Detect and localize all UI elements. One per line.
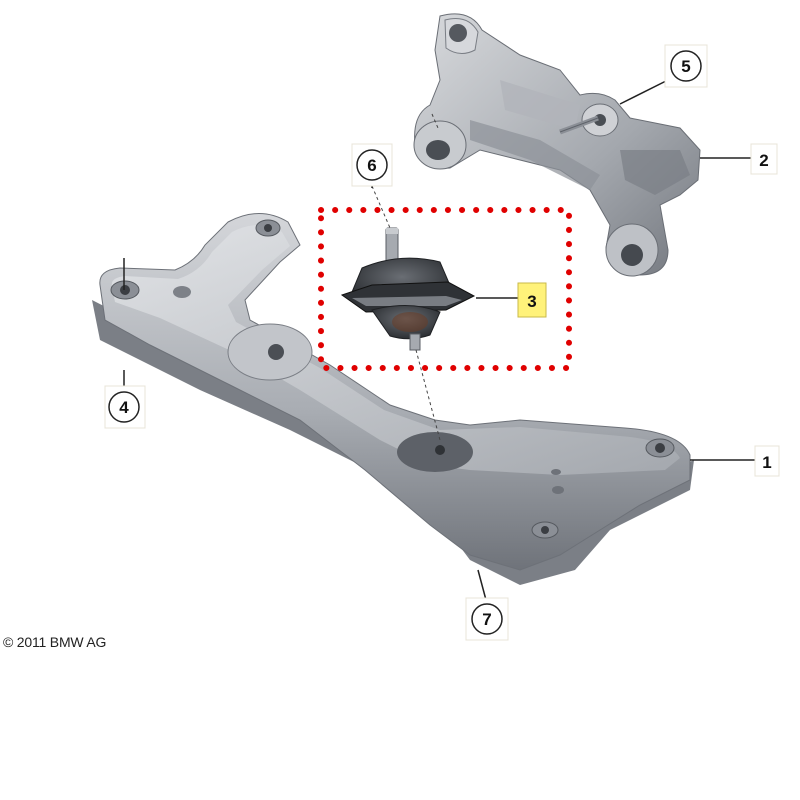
crossmember-bolt-hole bbox=[655, 443, 665, 453]
copyright-notice: © 2011 BMW AG bbox=[3, 634, 107, 650]
callout-6-label: 6 bbox=[367, 156, 376, 175]
bracket-rib bbox=[500, 80, 580, 130]
crossmember-bolt-hole bbox=[551, 469, 561, 475]
mount-bottom-stud bbox=[409, 333, 421, 351]
callout-2[interactable]: 2 bbox=[750, 143, 778, 175]
bracket-bore bbox=[621, 244, 643, 266]
crossmember-body bbox=[99, 213, 691, 571]
callout-4[interactable]: 4 bbox=[104, 385, 146, 429]
transmission-bracket bbox=[413, 13, 701, 277]
callout-7-label: 7 bbox=[482, 610, 491, 629]
crossmember-bolt-hole bbox=[541, 526, 549, 534]
bracket-bore bbox=[426, 140, 450, 160]
bracket-bolt-hole bbox=[449, 24, 467, 42]
crossmember-top-face bbox=[111, 225, 680, 475]
callout-5-label: 5 bbox=[681, 57, 690, 76]
crossmember-bolt-hole bbox=[264, 224, 272, 232]
assembly-lines bbox=[371, 113, 441, 441]
crossmember-mount-pad-front bbox=[397, 432, 473, 472]
callout-1-label: 1 bbox=[762, 453, 771, 472]
crossmember-bolt-hole bbox=[552, 486, 564, 494]
bracket-rib bbox=[470, 120, 600, 190]
callout-3[interactable]: 3 bbox=[517, 282, 547, 318]
callout-1[interactable]: 1 bbox=[754, 445, 780, 477]
transmission-mount bbox=[340, 227, 476, 351]
crossmember-hole bbox=[268, 344, 284, 360]
callout-3-label: 3 bbox=[527, 292, 536, 311]
bracket-rib bbox=[620, 150, 690, 195]
callout-4-label: 4 bbox=[119, 398, 129, 417]
highlight-frame bbox=[318, 207, 572, 371]
crossmember-hole bbox=[435, 445, 445, 455]
crossmember bbox=[92, 213, 694, 585]
crossmember-bolt-hole bbox=[120, 285, 130, 295]
callout-7[interactable]: 7 bbox=[465, 597, 509, 641]
callout-5[interactable]: 5 bbox=[664, 44, 708, 88]
bolt-5 bbox=[559, 115, 599, 135]
callout-2-label: 2 bbox=[759, 151, 768, 170]
crossmember-bolt-hole bbox=[173, 286, 191, 298]
callout-6[interactable]: 6 bbox=[351, 143, 393, 187]
